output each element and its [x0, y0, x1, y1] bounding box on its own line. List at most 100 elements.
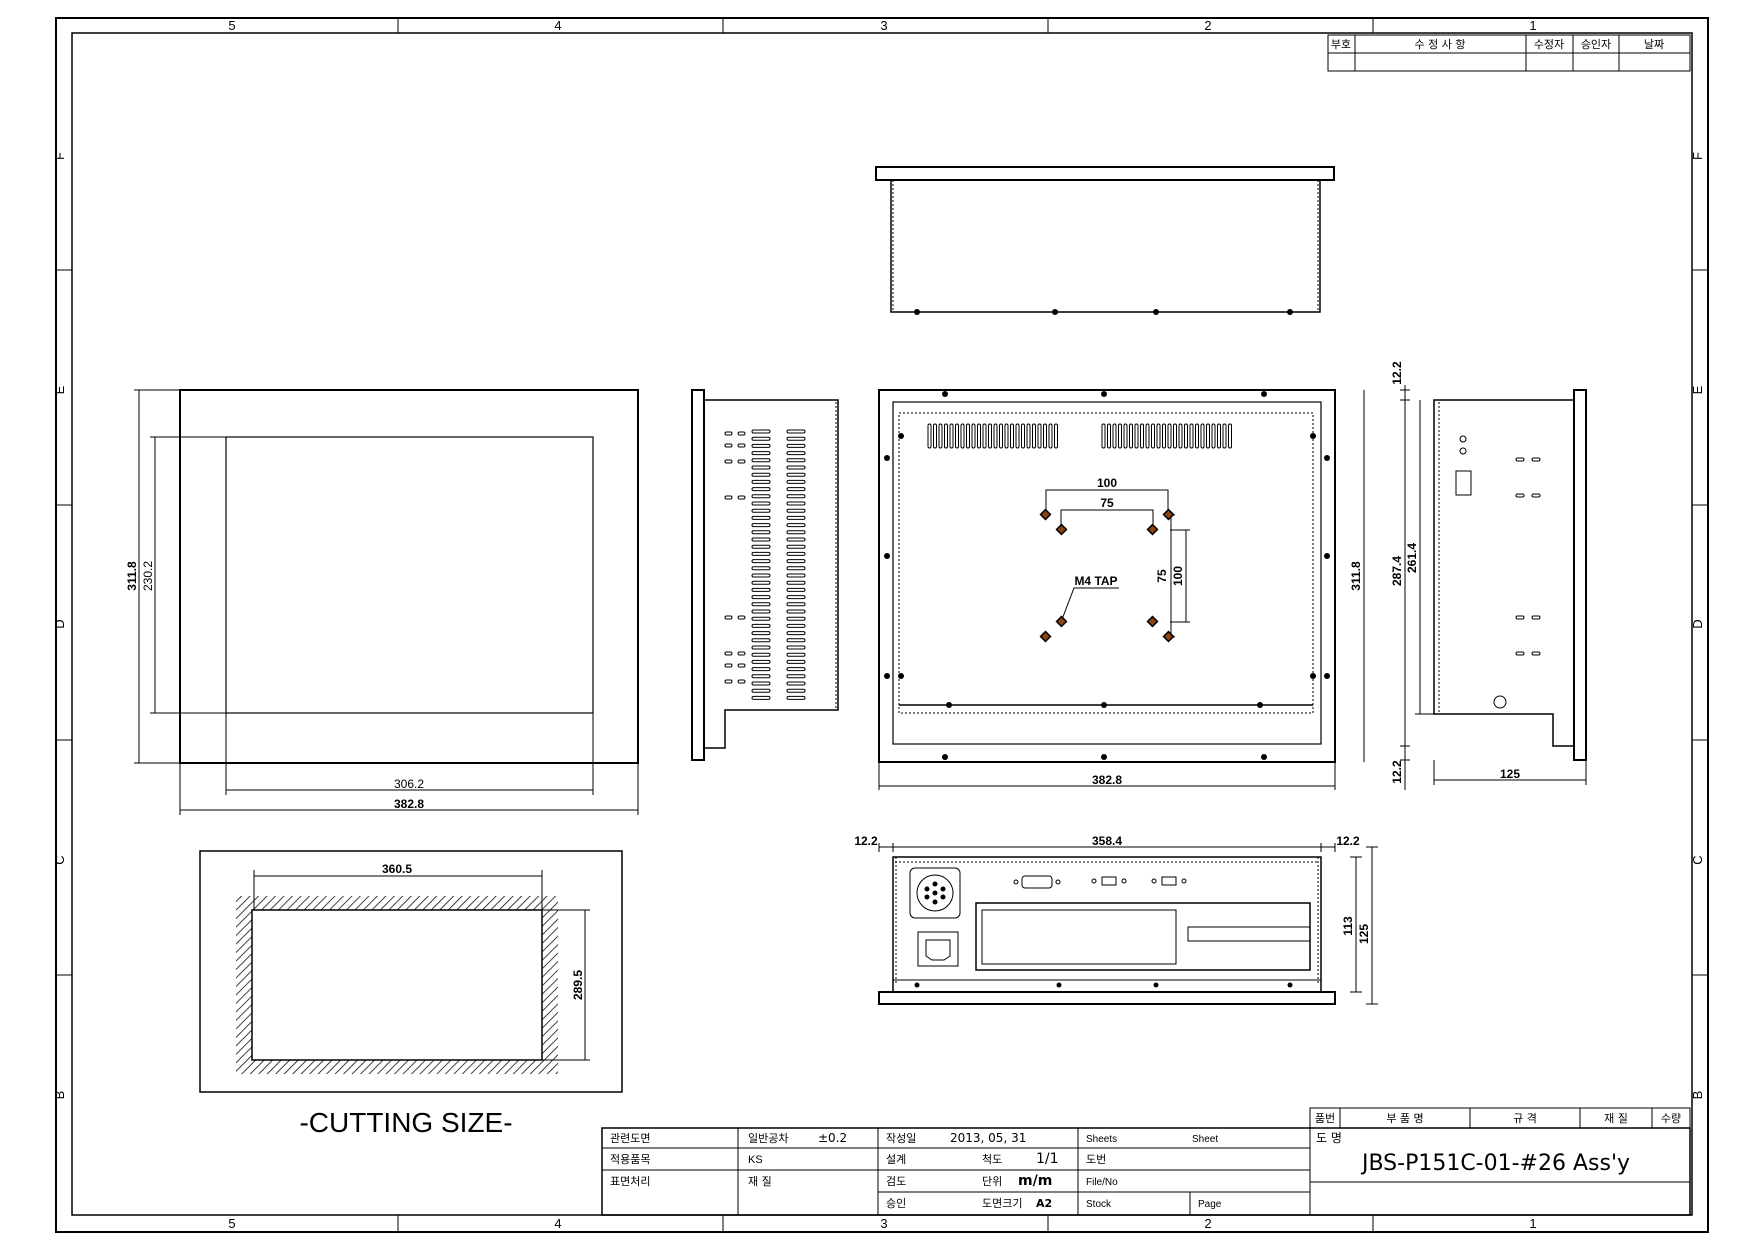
vent-slot: [786, 559, 806, 564]
svg-text:수정자: 수정자: [1534, 38, 1564, 51]
front-view: [134, 389, 639, 815]
vent-slot: [751, 544, 771, 549]
vent-slot: [751, 465, 771, 470]
screw-hole: [942, 391, 948, 397]
vesa-inner-dim: 75: [1100, 496, 1114, 510]
svg-text:적용품목: 적용품목: [610, 1153, 650, 1166]
vent-slot: [1515, 651, 1525, 656]
vent-slot: [724, 459, 733, 464]
vent-slot: [724, 651, 733, 656]
vent-slot: [1101, 423, 1106, 449]
svg-text:설계: 설계: [886, 1153, 906, 1166]
vent-slot: [1134, 423, 1139, 449]
svg-text:도번: 도번: [1086, 1153, 1106, 1166]
svg-text:부 품 명: 부 품 명: [1386, 1112, 1423, 1125]
vent-slot: [1531, 457, 1541, 462]
screw-hole: [1261, 754, 1267, 760]
vent-slot: [751, 566, 771, 571]
svg-text:수량: 수량: [1661, 1112, 1681, 1125]
vent-slot: [786, 443, 806, 448]
vent-slot: [993, 423, 998, 449]
vent-slot: [1206, 423, 1210, 449]
vent-slot: [724, 663, 733, 668]
vent-slot: [1531, 651, 1541, 656]
screw-hole: [1324, 673, 1330, 679]
svg-text:Sheet: Sheet: [1192, 1134, 1218, 1145]
vent-slot: [1211, 423, 1216, 449]
vent-slot: [737, 615, 746, 620]
vent-slot: [1123, 423, 1128, 449]
svg-text:KS: KS: [748, 1154, 763, 1166]
row-label-left: F: [52, 152, 67, 160]
vent-slot: [1167, 423, 1172, 449]
vent-slot: [1189, 423, 1194, 449]
vent-slot: [786, 631, 806, 636]
vent-slot: [751, 479, 771, 484]
vent-slot: [751, 472, 771, 477]
vent-slot: [1515, 615, 1525, 620]
screw-hole: [1261, 391, 1267, 397]
screw-hole: [898, 673, 904, 679]
vent-slot: [751, 681, 771, 686]
vent-slot: [786, 681, 806, 686]
vent-slot: [977, 423, 981, 449]
svg-text:수 정 사 항: 수 정 사 항: [1415, 38, 1466, 51]
vent-slot: [1140, 423, 1144, 449]
vesa-holes: [1039, 508, 1175, 643]
vesa-v-outer-dim: 100: [1171, 566, 1185, 586]
rear-view-dims: 100 75 75 100 M4 TAP 382.8 311.8: [1074, 476, 1363, 787]
vent-slot: [786, 645, 806, 650]
screw-hole: [1324, 455, 1330, 461]
bottom-view: [878, 843, 1378, 1005]
svg-text:File/No: File/No: [1086, 1177, 1118, 1188]
row-label-left: E: [52, 385, 67, 394]
bottom-view-dims: 12.2 358.4 12.2 113 125: [854, 834, 1371, 944]
vent-slot: [786, 523, 806, 528]
vent-slot: [786, 602, 806, 607]
parts-list: [1309, 1107, 1691, 1129]
vent-slot: [786, 494, 806, 499]
vent-slot: [1048, 423, 1053, 449]
frame-labels: 5 4 3 2 1 5 4 3 2 1 F E D C B F E D C B: [52, 18, 1705, 1231]
screw-hole: [946, 702, 952, 708]
vent-slot: [1010, 423, 1014, 449]
col-label-bottom: 1: [1529, 1216, 1536, 1231]
svg-text:품번: 품번: [1315, 1112, 1335, 1125]
svg-text:승인자: 승인자: [1581, 38, 1611, 51]
vent-slot: [751, 645, 771, 650]
svg-text:m/m: m/m: [1018, 1173, 1052, 1189]
col-label-top: 4: [554, 18, 561, 33]
svg-text:1/1: 1/1: [1036, 1151, 1059, 1167]
vent-slot: [786, 638, 806, 643]
vent-slot: [786, 451, 806, 456]
vent-slot: [751, 674, 771, 679]
vent-slot: [786, 508, 806, 513]
col-label-bottom: 4: [554, 1216, 561, 1231]
vent-slot: [1004, 423, 1009, 449]
svg-text:A2: A2: [1036, 1197, 1052, 1210]
drawing-name: JBS-P151C-01-#26 Ass'y: [1360, 1151, 1630, 1176]
vent-slot: [751, 609, 771, 614]
vent-slot: [751, 631, 771, 636]
tap-label: M4 TAP: [1074, 574, 1117, 588]
dim-h2: 261.4: [1405, 543, 1419, 573]
rear-height-dim: 311.8: [1349, 561, 1363, 591]
screw-hole: [1310, 433, 1316, 439]
svg-text:도면크기: 도면크기: [982, 1197, 1022, 1210]
vesa-v-inner-dim: 75: [1155, 569, 1169, 583]
svg-text:작성일: 작성일: [886, 1131, 916, 1145]
vent-slot: [786, 429, 806, 434]
vent-slot: [751, 652, 771, 657]
dim-h1: 113: [1341, 916, 1355, 936]
vent-slot: [786, 609, 806, 614]
vent-slot: [988, 423, 992, 449]
vent-slot: [786, 566, 806, 571]
vent-slot: [786, 695, 806, 700]
vent-slot: [938, 423, 943, 449]
vent-slot: [1228, 423, 1232, 449]
vent-slot: [786, 652, 806, 657]
vent-slot: [1021, 423, 1025, 449]
vent-slot: [966, 423, 970, 449]
col-label-top: 3: [880, 18, 887, 33]
screw-hole: [1324, 553, 1330, 559]
